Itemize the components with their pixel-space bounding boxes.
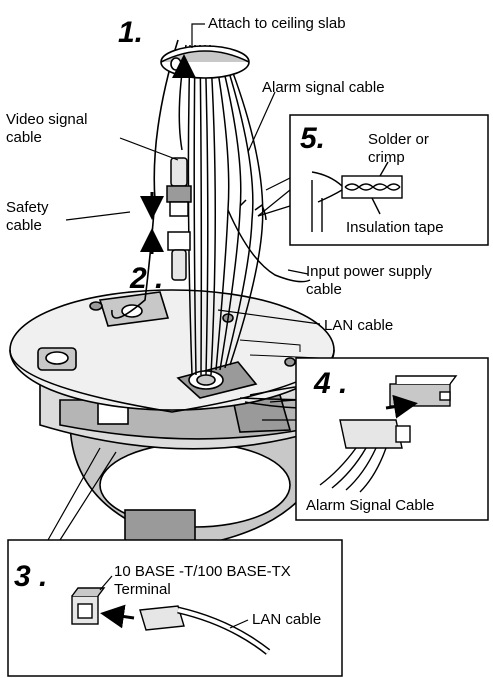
label-input-power-1: Input power supply bbox=[306, 263, 432, 280]
label-input-power-2: cable bbox=[306, 281, 342, 298]
step-1: 1. bbox=[118, 16, 143, 49]
label-ceiling: Attach to ceiling slab bbox=[208, 15, 346, 32]
label-terminal-2: Terminal bbox=[114, 581, 171, 598]
label-safety-2: cable bbox=[6, 217, 42, 234]
label-video-signal-2: cable bbox=[6, 129, 42, 146]
label-alarm-signal-cable: Alarm signal cable bbox=[262, 79, 385, 96]
label-lan-cable-box: LAN cable bbox=[252, 611, 321, 628]
ceiling-opening bbox=[160, 45, 250, 79]
label-video-signal-1: Video signal bbox=[6, 111, 87, 128]
label-solder-2: crimp bbox=[368, 149, 405, 166]
label-safety-1: Safety bbox=[6, 199, 49, 216]
leader-lines bbox=[65, 23, 321, 325]
label-terminal-1: 10 BASE -T/100 BASE-TX bbox=[114, 563, 291, 580]
step3-box bbox=[7, 447, 343, 677]
label-solder-1: Solder or bbox=[368, 131, 429, 148]
label-alarm-signal-cable-box: Alarm Signal Cable bbox=[306, 497, 434, 514]
lan-connector bbox=[71, 575, 271, 655]
direction-arrows bbox=[140, 54, 196, 254]
video-connector bbox=[166, 157, 192, 281]
step4-box bbox=[262, 357, 489, 521]
step-4: 4 . bbox=[313, 367, 347, 400]
label-lan-cable-top: LAN cable bbox=[324, 317, 393, 334]
wire-splice bbox=[311, 161, 403, 232]
step-3: 3 . bbox=[14, 560, 47, 593]
step-5: 5. bbox=[300, 122, 325, 155]
step-2: 2 . bbox=[129, 262, 163, 295]
alarm-connector bbox=[319, 375, 458, 493]
camera-housing bbox=[9, 289, 335, 568]
step5-box bbox=[257, 114, 489, 246]
label-insulation-tape: Insulation tape bbox=[346, 219, 444, 236]
